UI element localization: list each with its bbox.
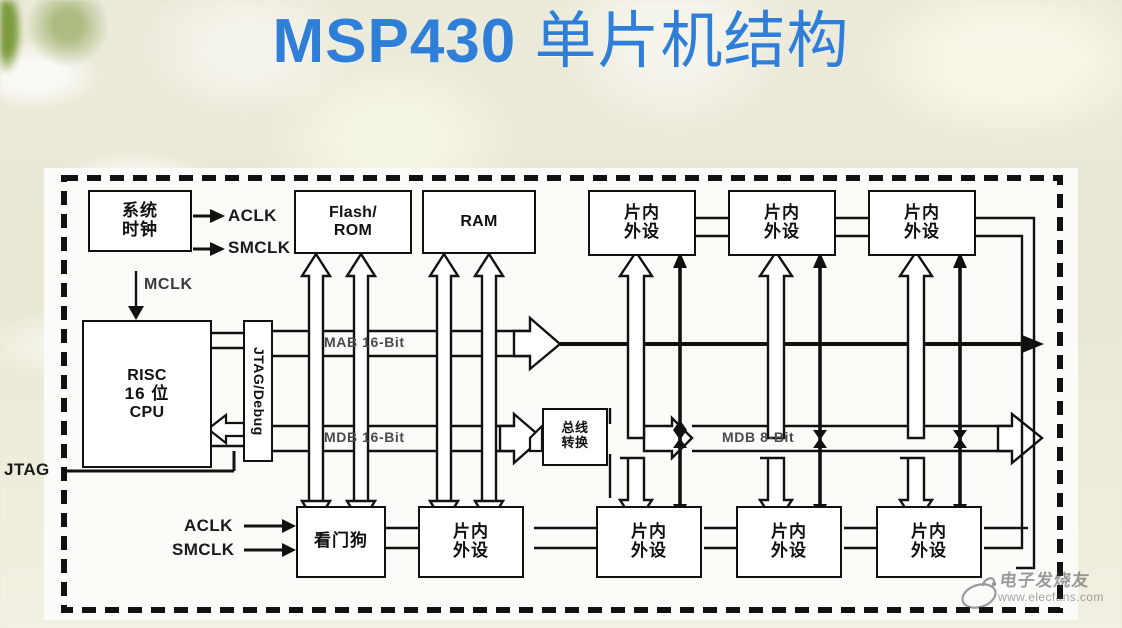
bus-converter-line1: 总线 bbox=[561, 421, 589, 437]
system-clock-line1: 系统 bbox=[122, 200, 158, 221]
jtag-debug-label: JTAG/Debug bbox=[250, 346, 267, 436]
bottom-peripheral-4-line1: 片内 bbox=[911, 521, 947, 542]
bottom-peripheral-2-line1: 片内 bbox=[631, 521, 667, 542]
label-smclk-bottom: SMCLK bbox=[172, 540, 235, 559]
top-peripheral-1-line1: 片内 bbox=[624, 202, 660, 223]
label-smclk-top: SMCLK bbox=[228, 238, 291, 257]
bottom-peripheral-3-line2: 外设 bbox=[771, 541, 807, 561]
block-ram[interactable]: RAM bbox=[422, 190, 536, 254]
mab16-bus bbox=[254, 315, 562, 372]
flash-rom-line1: Flash/ bbox=[328, 204, 378, 222]
label-mclk: MCLK bbox=[144, 276, 193, 293]
block-bus-converter[interactable]: 总线 转换 bbox=[542, 408, 608, 466]
top-peripheral-3[interactable]: 片内 外设 bbox=[868, 190, 976, 256]
bottom-peripheral-2[interactable]: 片内 外设 bbox=[596, 506, 702, 578]
watchdog-clock-inputs bbox=[244, 519, 296, 557]
risc-cpu-line3: CPU bbox=[129, 403, 165, 421]
label-mab16: MAB 16-Bit bbox=[324, 334, 405, 350]
top-peripheral-3-line2: 外设 bbox=[904, 222, 940, 242]
right-side-return-bus bbox=[1016, 216, 1036, 570]
bottom-peripheral-1-line2: 外设 bbox=[453, 541, 489, 561]
top-peripheral-2-line2: 外设 bbox=[764, 222, 800, 242]
bottom-peripheral-1[interactable]: 片内 外设 bbox=[418, 506, 524, 578]
bottom-peripheral-2-line2: 外设 bbox=[631, 541, 667, 561]
mclk-arrow bbox=[128, 271, 144, 320]
flash-bus-columns bbox=[299, 251, 378, 505]
block-watchdog[interactable]: 看门狗 bbox=[296, 506, 386, 578]
bottom-peripheral-3[interactable]: 片内 外设 bbox=[736, 506, 842, 578]
flash-rom-line2: ROM bbox=[333, 222, 373, 239]
ram-bus-columns bbox=[427, 251, 506, 505]
diagram-connections bbox=[61, 175, 1063, 613]
label-aclk-top: ACLK bbox=[228, 206, 277, 225]
top-peripheral-2[interactable]: 片内 外设 bbox=[728, 190, 836, 256]
bus-converter-line2: 转换 bbox=[561, 436, 589, 451]
bottom-peripheral-3-line1: 片内 bbox=[771, 521, 807, 542]
label-jtag-external: JTAG bbox=[4, 460, 50, 479]
watchdog-label: 看门狗 bbox=[314, 531, 368, 552]
bottom-peripheral-4-line2: 外设 bbox=[911, 541, 947, 561]
system-clock-line2: 时钟 bbox=[122, 220, 158, 240]
label-mdb8: MDB 8-Bit bbox=[722, 429, 795, 445]
top-peripheral-connectors bbox=[617, 249, 967, 508]
msp430-architecture-diagram: 系统 时钟 ACLK SMCLK MCLK RISC 16 位 CPU JTAG… bbox=[4, 168, 1078, 620]
cpu-bus-stubs bbox=[66, 331, 254, 473]
block-jtag-debug[interactable]: JTAG/Debug bbox=[243, 320, 273, 462]
bottom-peripheral-4[interactable]: 片内 外设 bbox=[876, 506, 982, 578]
page-title-latin: MSP430 bbox=[272, 7, 517, 76]
clock-output-arrows bbox=[193, 209, 225, 256]
block-risc-cpu[interactable]: RISC 16 位 CPU bbox=[82, 320, 212, 468]
top-peripheral-1-line2: 外设 bbox=[624, 222, 660, 242]
bottom-row-links bbox=[384, 526, 1016, 550]
risc-cpu-line1: RISC bbox=[127, 366, 167, 384]
page-title-cjk: 单片机结构 bbox=[534, 4, 850, 77]
top-peripheral-2-line1: 片内 bbox=[764, 202, 800, 223]
ram-label: RAM bbox=[460, 213, 498, 231]
top-peripheral-3-line1: 片内 bbox=[904, 202, 940, 223]
risc-cpu-line2: 16 位 bbox=[124, 384, 170, 404]
block-system-clock[interactable]: 系统 时钟 bbox=[88, 190, 192, 252]
block-flash-rom[interactable]: Flash/ ROM bbox=[294, 190, 412, 254]
label-mdb16: MDB 16-Bit bbox=[324, 429, 405, 445]
top-peripheral-1[interactable]: 片内 外设 bbox=[588, 190, 696, 256]
label-aclk-bottom: ACLK bbox=[184, 516, 233, 535]
mdb16-bus bbox=[254, 411, 544, 466]
bottom-peripheral-1-line1: 片内 bbox=[453, 521, 489, 542]
page-title: MSP430 单片机结构 bbox=[0, 8, 1122, 74]
